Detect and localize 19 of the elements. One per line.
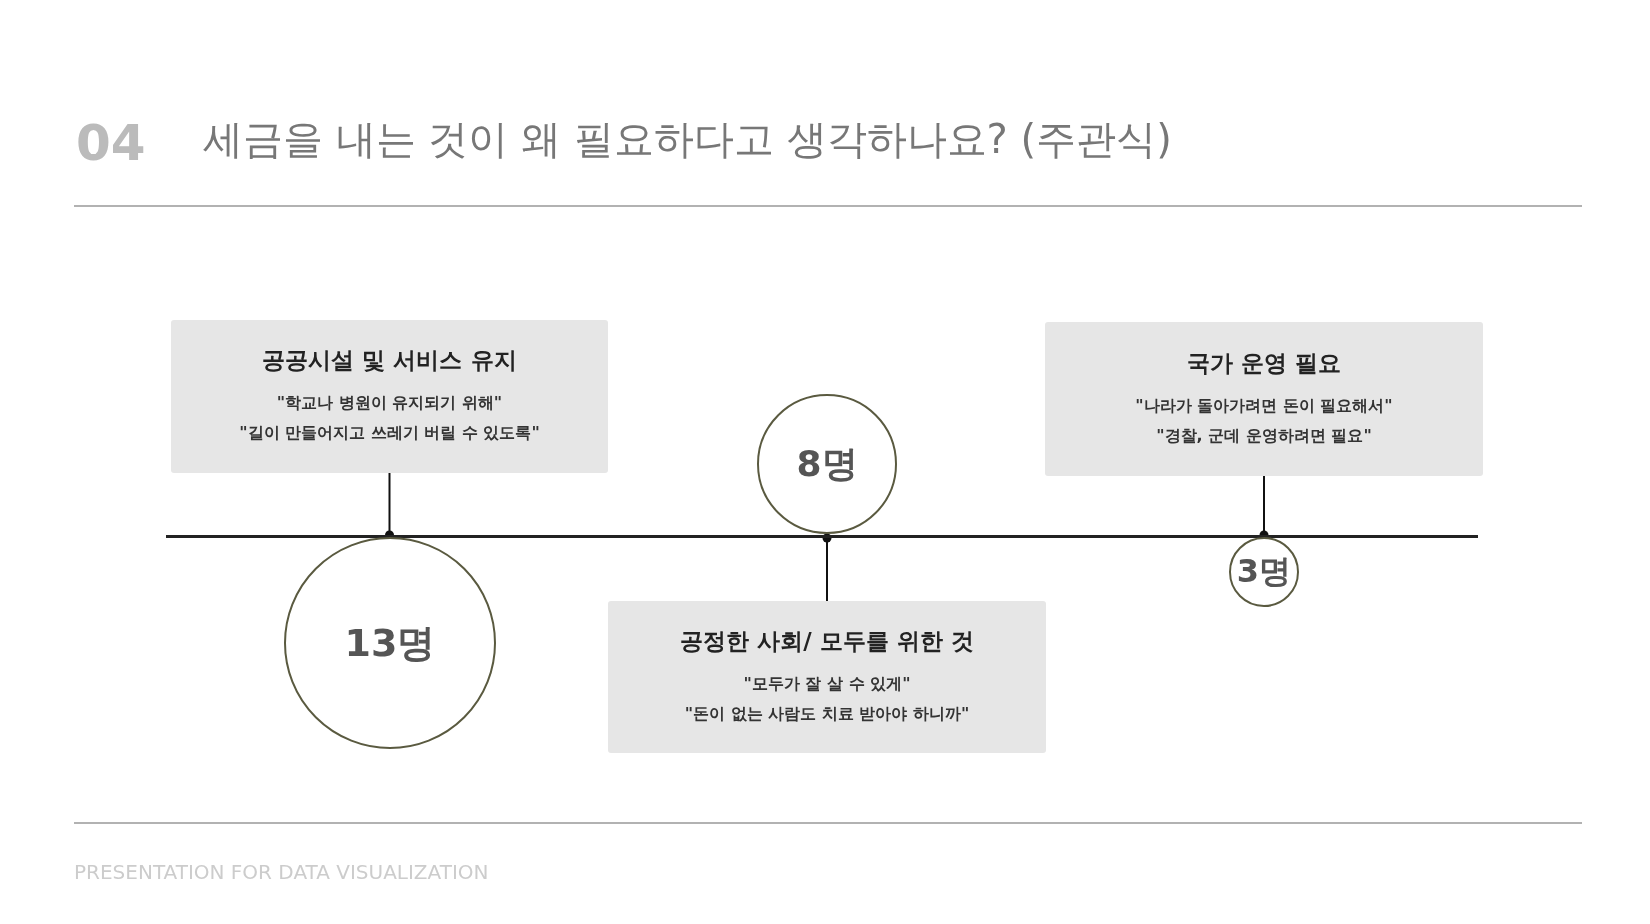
quote-text: "경찰, 군데 운영하려면 필요" (1156, 424, 1372, 447)
quote-text: "나라가 돌아가려면 돈이 필요해서" (1135, 394, 1393, 417)
count-text: 8명 (796, 441, 858, 486)
quote-text: "길이 만들어지고 쓰레기 버릴 수 있도록" (239, 422, 540, 444)
card-heading: 공정한 사회/ 모두를 위한 것 (680, 626, 974, 656)
connector-line (822, 533, 832, 602)
card-heading: 공공시설 및 서비스 유지 (262, 346, 517, 375)
quote-text: "학교나 병원이 유지되기 위해" (276, 392, 503, 414)
category-card (171, 320, 608, 473)
timeline-bar (166, 535, 1478, 538)
quote-text: "돈이 없는 사람도 치료 받아야 하니까" (684, 702, 970, 725)
category-card (1045, 322, 1483, 476)
count-text: 13명 (344, 619, 436, 667)
card-heading: 국가 운영 필요 (1187, 348, 1341, 378)
title: 세금을 내는 것이 왜 필요하다고 생각하나요? (주관식) (203, 115, 1172, 164)
count-text: 3명 (1236, 551, 1292, 592)
category-card (608, 601, 1046, 753)
section-number: 04 (76, 114, 146, 172)
quote-text: "모두가 잘 살 수 있게" (743, 672, 911, 695)
